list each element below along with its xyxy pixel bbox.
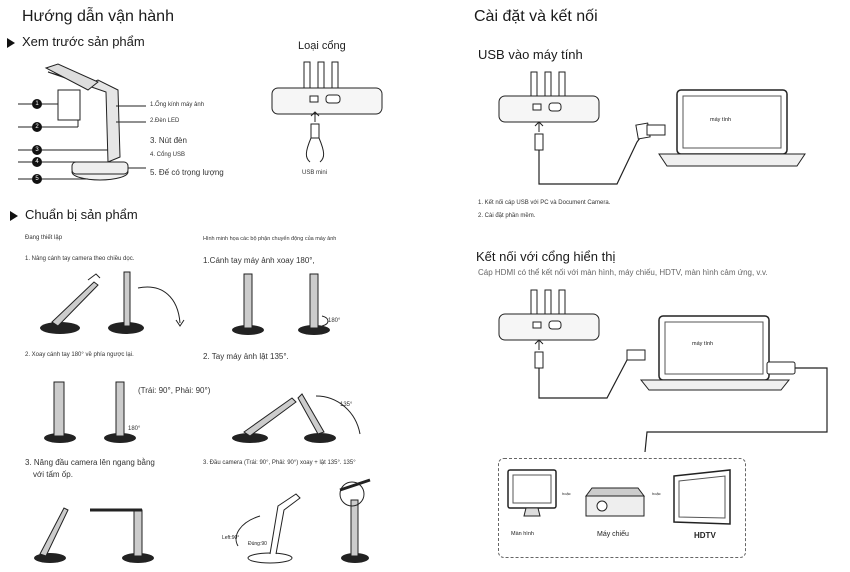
preview-heading: Xem trước sản phẩm	[22, 34, 145, 49]
prepare-heading: Chuẩn bị sản phẩm	[25, 207, 138, 222]
display-desc: Cáp HDMI có thể kết nối với màn hình, má…	[478, 268, 768, 277]
label-led: 2.Đèn LED	[150, 118, 180, 124]
bullet-icon	[10, 211, 18, 221]
callout-3: 3	[32, 145, 42, 155]
port-diagram	[271, 61, 383, 163]
illustration-title: Hình minh họa các bộ phận chuyển động củ…	[203, 236, 337, 242]
display-heading: Kết nối với cổng hiển thị	[476, 249, 616, 264]
rotate2-illustration	[232, 393, 361, 443]
device-hdtv-label: HDTV	[694, 531, 716, 540]
rotate-step-3: 3. Đầu camera (Trái: 90°, Phải: 90°) xoa…	[203, 460, 356, 466]
label-lens: 1.Ống kính máy ảnh	[150, 102, 205, 108]
rotate-step-1: 1.Cánh tay máy ảnh xoay 180°,	[203, 256, 315, 265]
step-1: 1. Nâng cánh tay camera theo chiều dọc.	[25, 256, 135, 262]
camera-preview-illustration	[18, 63, 146, 181]
usb-note-1: 1. Kết nối cáp USB với PC và Document Ca…	[478, 200, 611, 206]
separator-1: hoặc	[562, 491, 571, 496]
step-2: 2. Xoay cánh tay 180° về phía ngược lại.	[25, 352, 134, 358]
page-title-right: Cài đặt và kết nối	[474, 8, 598, 25]
laptop-label-hdmi: máy tính	[692, 341, 714, 347]
label-weighted-base: 5. Đế có trọng lượng	[150, 168, 224, 177]
angle-180-label-2: 180°	[128, 426, 141, 432]
angle-180-label: 180°	[328, 318, 341, 324]
display-devices-box	[498, 458, 746, 558]
separator-2: hoặc	[652, 491, 661, 496]
display-devices-illustration	[507, 469, 731, 525]
angle-left-right: (Trái: 90°, Phải: 90°)	[138, 386, 211, 395]
usb-heading: USB vào máy tính	[478, 47, 583, 62]
callout-2: 2	[32, 122, 42, 132]
angle-135-label: 135°	[340, 402, 353, 408]
step2-illustration	[44, 381, 136, 443]
left-90-label: Left:90°	[222, 535, 240, 541]
setup-title: Đang thiết lập	[25, 235, 63, 241]
label-light-button: 3. Nút đèn	[150, 136, 187, 145]
laptop-label-usb: máy tính	[710, 117, 732, 123]
rotate-step-2: 2. Tay máy ảnh lật 135°.	[203, 352, 289, 361]
callout-5: 5	[32, 174, 42, 184]
device-monitor-label: Màn hình	[511, 531, 534, 537]
callout-4: 4	[32, 157, 42, 167]
label-usb-port: 4. Cổng USB	[150, 152, 186, 158]
hdmi-connection-diagram	[498, 289, 828, 453]
usb-note-2: 2. Cài đặt phần mềm.	[478, 213, 536, 219]
step1-illustration	[40, 271, 185, 334]
dung-90-label: Đúng:90	[248, 541, 267, 547]
rotate1-illustration	[232, 273, 330, 335]
step3-illustration	[34, 507, 154, 563]
usb-connection-diagram	[498, 71, 806, 185]
port-label: USB mini	[302, 170, 328, 176]
port-type-title: Loại cổng	[298, 40, 346, 52]
step-3-line2: với tấm ốp.	[33, 470, 73, 479]
bullet-icon	[7, 38, 15, 48]
step-3-line1: 3. Nâng đầu camera lên ngang bằng	[25, 458, 155, 467]
page-title-left: Hướng dẫn vận hành	[22, 8, 174, 25]
device-projector-label: Máy chiếu	[597, 531, 629, 538]
rotate3-illustration	[235, 478, 371, 564]
callout-1: 1	[32, 99, 42, 109]
